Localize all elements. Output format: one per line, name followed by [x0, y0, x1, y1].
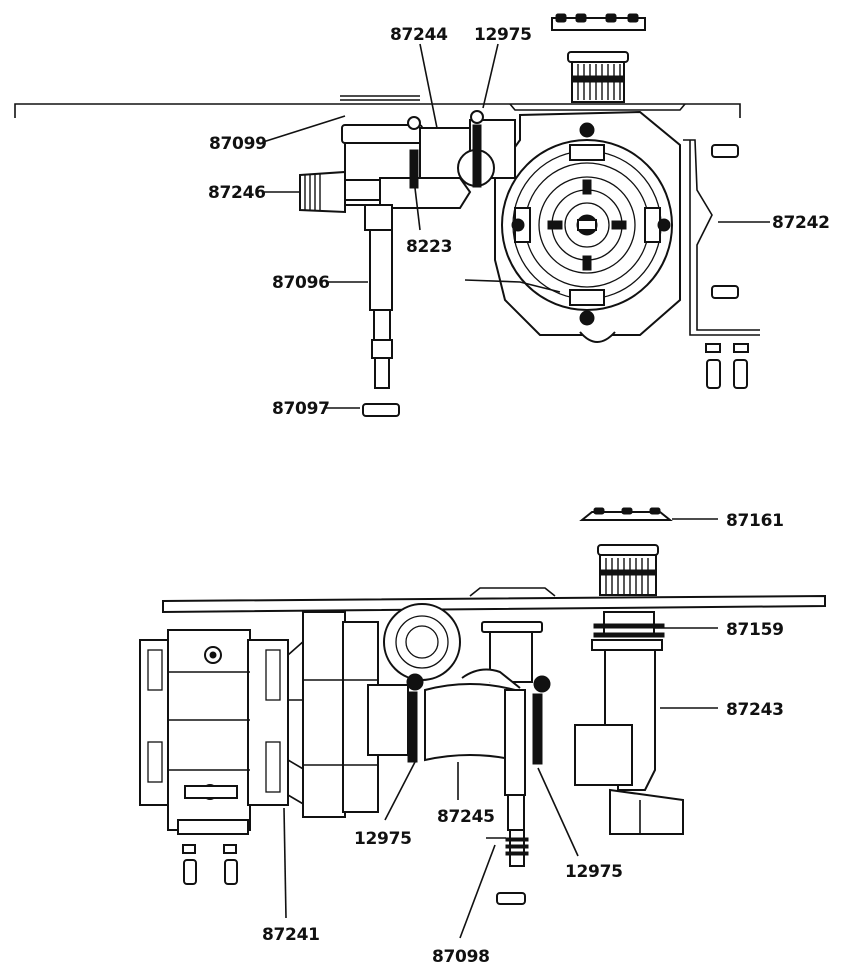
upper-cap [551, 13, 646, 31]
upper-drain-shaft [364, 204, 393, 389]
label-87244: 87244 [390, 25, 448, 45]
upper-pump-housing [494, 110, 681, 343]
upper-clamp-12975 [470, 110, 484, 188]
lower-mounting-plate [162, 587, 826, 614]
lower-assembly: 87161 87159 87243 12975 87245 12975 8724… [139, 507, 826, 967]
lower-hose-87245 [424, 621, 543, 762]
label-12975-top: 12975 [474, 25, 532, 45]
upper-filter-spool [567, 51, 629, 103]
lower-cap-87161 [579, 507, 673, 521]
label-87245: 87245 [437, 807, 495, 827]
label-87246: 87246 [208, 183, 266, 203]
upper-nut-87097 [362, 403, 400, 417]
upper-wire [464, 279, 561, 293]
upper-mounting-plate [14, 95, 741, 118]
upper-assembly: 87244 12975 87099 87246 8223 87242 87096… [14, 13, 830, 419]
lower-impeller-ring [383, 603, 461, 681]
lower-filter-spool [591, 544, 665, 651]
upper-leaders [262, 43, 770, 409]
lower-clamp-left [406, 673, 424, 763]
label-87159: 87159 [726, 620, 784, 640]
upper-inlet [299, 170, 472, 214]
label-87098: 87098 [432, 947, 490, 967]
label-87243: 87243 [726, 700, 784, 720]
lower-drain-elbow [574, 649, 684, 835]
label-87161: 87161 [726, 511, 784, 531]
label-87099: 87099 [209, 134, 267, 154]
label-12975-left: 12975 [354, 829, 412, 849]
label-12975-right: 12975 [565, 862, 623, 882]
label-87241: 87241 [262, 925, 320, 945]
upper-clamp-8223 [407, 116, 421, 189]
upper-bracket [683, 139, 760, 389]
label-87242: 87242 [772, 213, 830, 233]
lower-motor [139, 629, 289, 885]
label-87097: 87097 [272, 399, 330, 419]
label-87096: 87096 [272, 273, 330, 293]
lower-drain-stem [486, 689, 529, 905]
lower-leaders [283, 518, 718, 939]
lower-clamp-right [532, 675, 551, 765]
label-8223: 8223 [406, 237, 452, 257]
